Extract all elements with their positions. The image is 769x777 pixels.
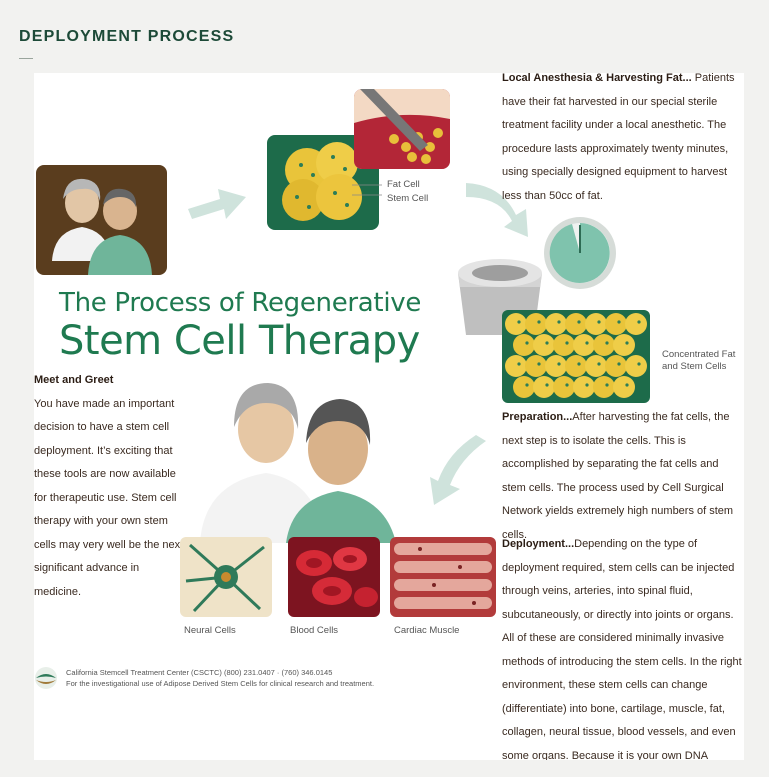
patients-large-icon	[200, 373, 400, 548]
cardiac-muscle-label: Cardiac Muscle	[394, 625, 460, 636]
harvest-body: Patients have their fat harvested in our…	[502, 73, 735, 202]
poster-title-line1: The Process of Regenerative	[59, 288, 422, 318]
section-title: DEPLOYMENT PROCESS	[19, 28, 235, 45]
poster-title-line2: Stem Cell Therapy	[59, 318, 420, 364]
blood-cells-icon	[288, 537, 380, 617]
meet-greet-text: Meet and Greet You have made an importan…	[34, 369, 189, 604]
title-divider	[19, 58, 33, 59]
preparation-heading: Preparation...	[502, 411, 573, 423]
preparation-body: After harvesting the fat cells, the next…	[502, 411, 734, 541]
harvest-text: Local Anesthesia & Harvesting Fat... Pat…	[502, 73, 744, 208]
stem-cell-label: Stem Cell	[387, 193, 429, 204]
concentrated-label-1: Concentrated Fat	[662, 349, 736, 360]
concentrated-label-2: and Stem Cells	[662, 361, 727, 372]
concentrated-cells-icon	[502, 310, 650, 403]
arrow-icon	[416, 435, 490, 514]
fat-cell-label: Fat Cell	[387, 179, 420, 190]
arrow-icon	[186, 181, 248, 228]
preparation-text: Preparation...After harvesting the fat c…	[502, 406, 744, 547]
logo-icon	[34, 666, 58, 695]
meet-greet-heading: Meet and Greet	[34, 374, 114, 386]
harvest-heading: Local Anesthesia & Harvesting Fat...	[502, 73, 692, 84]
patients-icon	[36, 165, 167, 275]
arrow-icon	[462, 169, 536, 244]
neural-cells-icon	[180, 537, 272, 617]
label-pointer	[352, 184, 382, 196]
deployment-heading: Deployment...	[502, 538, 575, 550]
timer-icon	[542, 215, 618, 296]
meet-greet-body: You have made an important decision to h…	[34, 397, 184, 598]
deployment-text: Deployment...Depending on the type of de…	[502, 533, 744, 760]
cardiac-muscle-icon	[390, 537, 496, 617]
syringe-icon	[354, 89, 450, 169]
blood-cells-label: Blood Cells	[290, 625, 339, 636]
deployment-body: Depending on the type of deployment requ…	[502, 538, 742, 760]
footer-disclaimer: For the investigational use of Adipose D…	[66, 679, 375, 688]
neural-cells-label: Neural Cells	[184, 625, 236, 636]
process-infographic: Fat Cell Stem Cell Concentrated Fat and …	[34, 73, 744, 760]
footer-contact: California Stemcell Treatment Center (CS…	[66, 668, 333, 677]
